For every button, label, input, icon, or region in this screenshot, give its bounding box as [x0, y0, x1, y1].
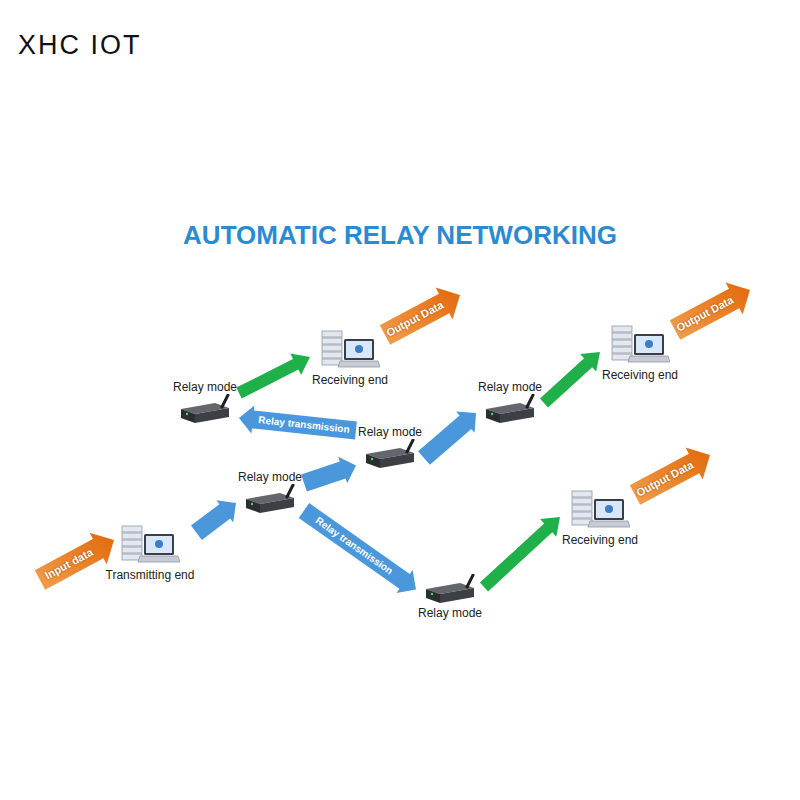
relay-modem-icon	[243, 484, 297, 516]
relay-modem-icon	[423, 574, 477, 606]
computer-icon	[120, 522, 180, 568]
node-label: Relay mode	[238, 470, 302, 484]
computer-icon	[570, 487, 630, 533]
relay-modem-icon	[483, 394, 537, 426]
relay-node: Relay mode	[416, 572, 484, 622]
output-arrow	[236, 354, 310, 399]
diagram-title: AUTOMATIC RELAY NETWORKING	[0, 220, 800, 251]
relay-modem-icon	[178, 394, 232, 426]
computer-node: Receiving end	[560, 485, 640, 549]
relay-node: Relay mode	[171, 378, 239, 428]
node-label: Receiving end	[312, 373, 388, 387]
output-arrow	[540, 352, 600, 407]
relay-transmission-band	[301, 457, 356, 492]
node-label: Receiving end	[562, 533, 638, 547]
computer-icon	[610, 322, 670, 368]
relay-node: Relay mode	[476, 378, 544, 428]
relay-transmission-band	[191, 500, 236, 540]
data-flow-arrow	[670, 283, 750, 340]
relay-node: Relay mode	[356, 423, 424, 473]
relay-transmission-band	[299, 503, 416, 593]
relay-modem-icon	[363, 439, 417, 471]
computer-node: Receiving end	[600, 320, 680, 384]
computer-node: Receiving end	[310, 325, 390, 389]
node-label: Relay mode	[418, 606, 482, 620]
edge-label: Relay transmission	[312, 513, 397, 578]
node-label: Relay mode	[173, 380, 237, 394]
node-label: Transmitting end	[106, 568, 195, 582]
computer-icon	[320, 327, 380, 373]
output-arrow	[480, 517, 560, 591]
relay-transmission-band	[239, 406, 357, 440]
node-label: Relay mode	[478, 380, 542, 394]
relay-node: Relay mode	[236, 468, 304, 518]
node-label: Receiving end	[602, 368, 678, 382]
data-flow-arrow	[630, 448, 710, 505]
data-flow-arrow	[35, 533, 114, 590]
relay-transmission-band	[418, 412, 476, 465]
data-flow-arrow	[380, 288, 460, 345]
brand-logo: XHC IOT	[18, 30, 142, 61]
node-label: Relay mode	[358, 425, 422, 439]
computer-node: Transmitting end	[104, 520, 197, 584]
